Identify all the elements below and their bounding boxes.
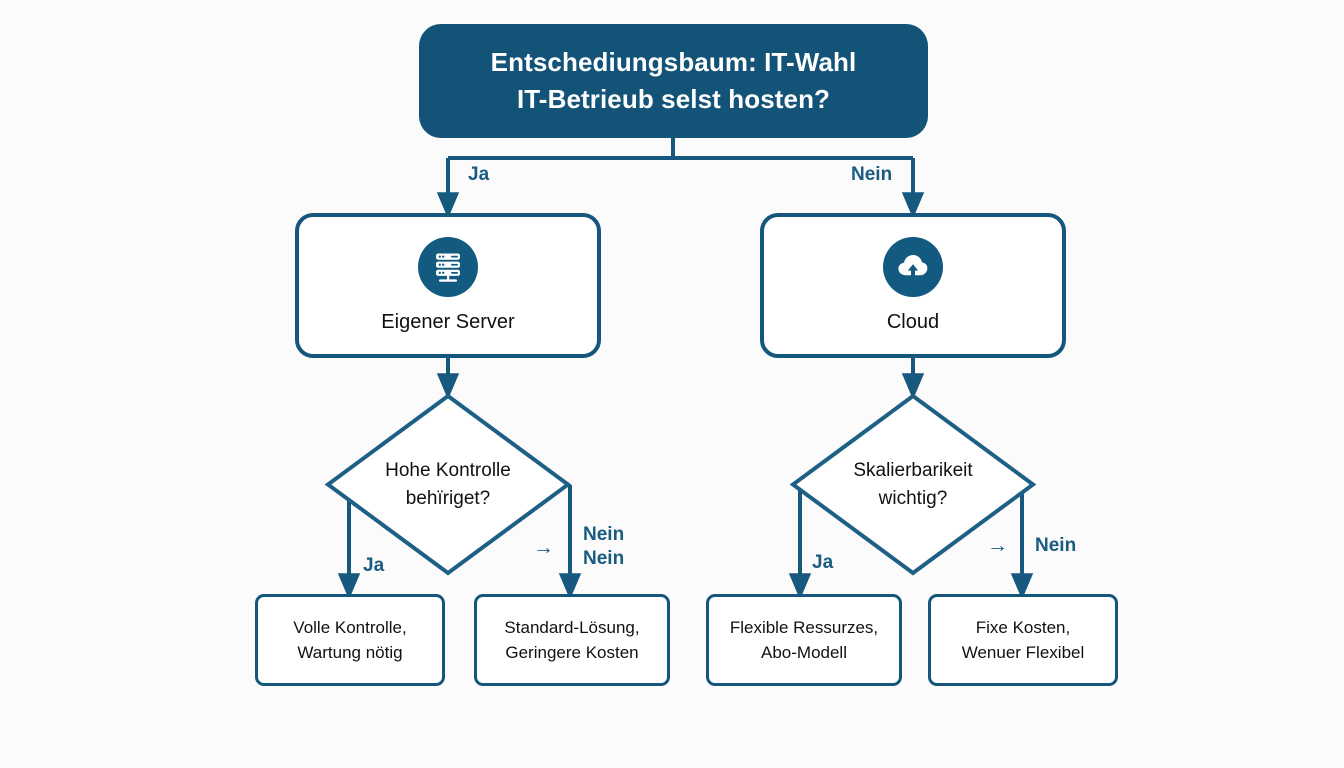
server-rack-icon [418,237,478,297]
root-title-line-1: Entschediungsbaum: IT-Wahl [490,47,857,78]
decision-left-line-1: Hohe Kontrolle [385,459,511,481]
option-node-eigener-server[interactable]: Eigener Server [295,213,601,358]
outcome-right-yes-line-2: Abo-Modell [761,643,847,662]
option-label-cloud: Cloud [886,311,940,333]
decision-right-line-2: wichtig? [878,487,948,509]
outcome-left-yes-line-2: Wartung nötig [297,643,403,662]
arrow-right-icon-right: → [987,534,1008,557]
outcome-right-no-line-1: Fixe Kosten, [975,617,1071,637]
decision-left-line-2: behïriget? [405,487,491,509]
outcome-node-volle-kontrolle[interactable]: Volle Kontrolle, Wartung nötig [255,594,445,686]
edge-label-left-no-line-2: Nein [583,548,625,570]
outcome-right-yes-line-1: Flexible Ressurzes, [729,617,879,637]
option-node-cloud[interactable]: Cloud [760,213,1066,358]
outcome-node-standard-loesung[interactable]: Standard-Lösung, Geringere Kosten [474,594,670,686]
outcome-right-no-line-2: Wenuer Flexibel [961,643,1085,662]
cloud-upload-icon [883,237,943,297]
edge-label-left-no: Nein Nein [583,523,624,572]
decision-diamond-skalierbarikeit[interactable]: Skalierbarikeit wichtig? [789,392,1037,577]
decision-diamond-hohe-kontrolle[interactable]: Hohe Kontrolle behïriget? [324,392,572,577]
edge-label-left-yes: Ja [363,555,385,576]
outcome-node-flexible-ressurzes[interactable]: Flexible Ressurzes, Abo-Modell [706,594,902,686]
edge-label-right-yes: Ja [812,552,834,573]
outcome-left-yes-line-1: Volle Kontrolle, [293,617,407,637]
decision-right-line-1: Skalierbarikeit [853,459,973,481]
root-title-line-2: IT-Betrieub selst hosten? [516,84,831,114]
outcome-left-no-line-1: Standard-Lösung, [504,617,640,637]
option-label-eigener-server: Eigener Server [381,311,515,333]
edge-label-root-yes: Ja [468,164,490,185]
outcome-left-no-line-2: Geringere Kosten [505,643,639,662]
edge-label-right-no: Nein [1035,535,1077,556]
edge-label-root-no: Nein [851,164,893,185]
root-decision-node[interactable]: Entschediungsbaum: IT-Wahl IT-Betrieub s… [419,24,928,138]
outcome-node-fixe-kosten[interactable]: Fixe Kosten, Wenuer Flexibel [928,594,1118,686]
edge-label-left-no-line-1: Nein [583,524,625,545]
arrow-right-icon-left: → [533,536,554,559]
